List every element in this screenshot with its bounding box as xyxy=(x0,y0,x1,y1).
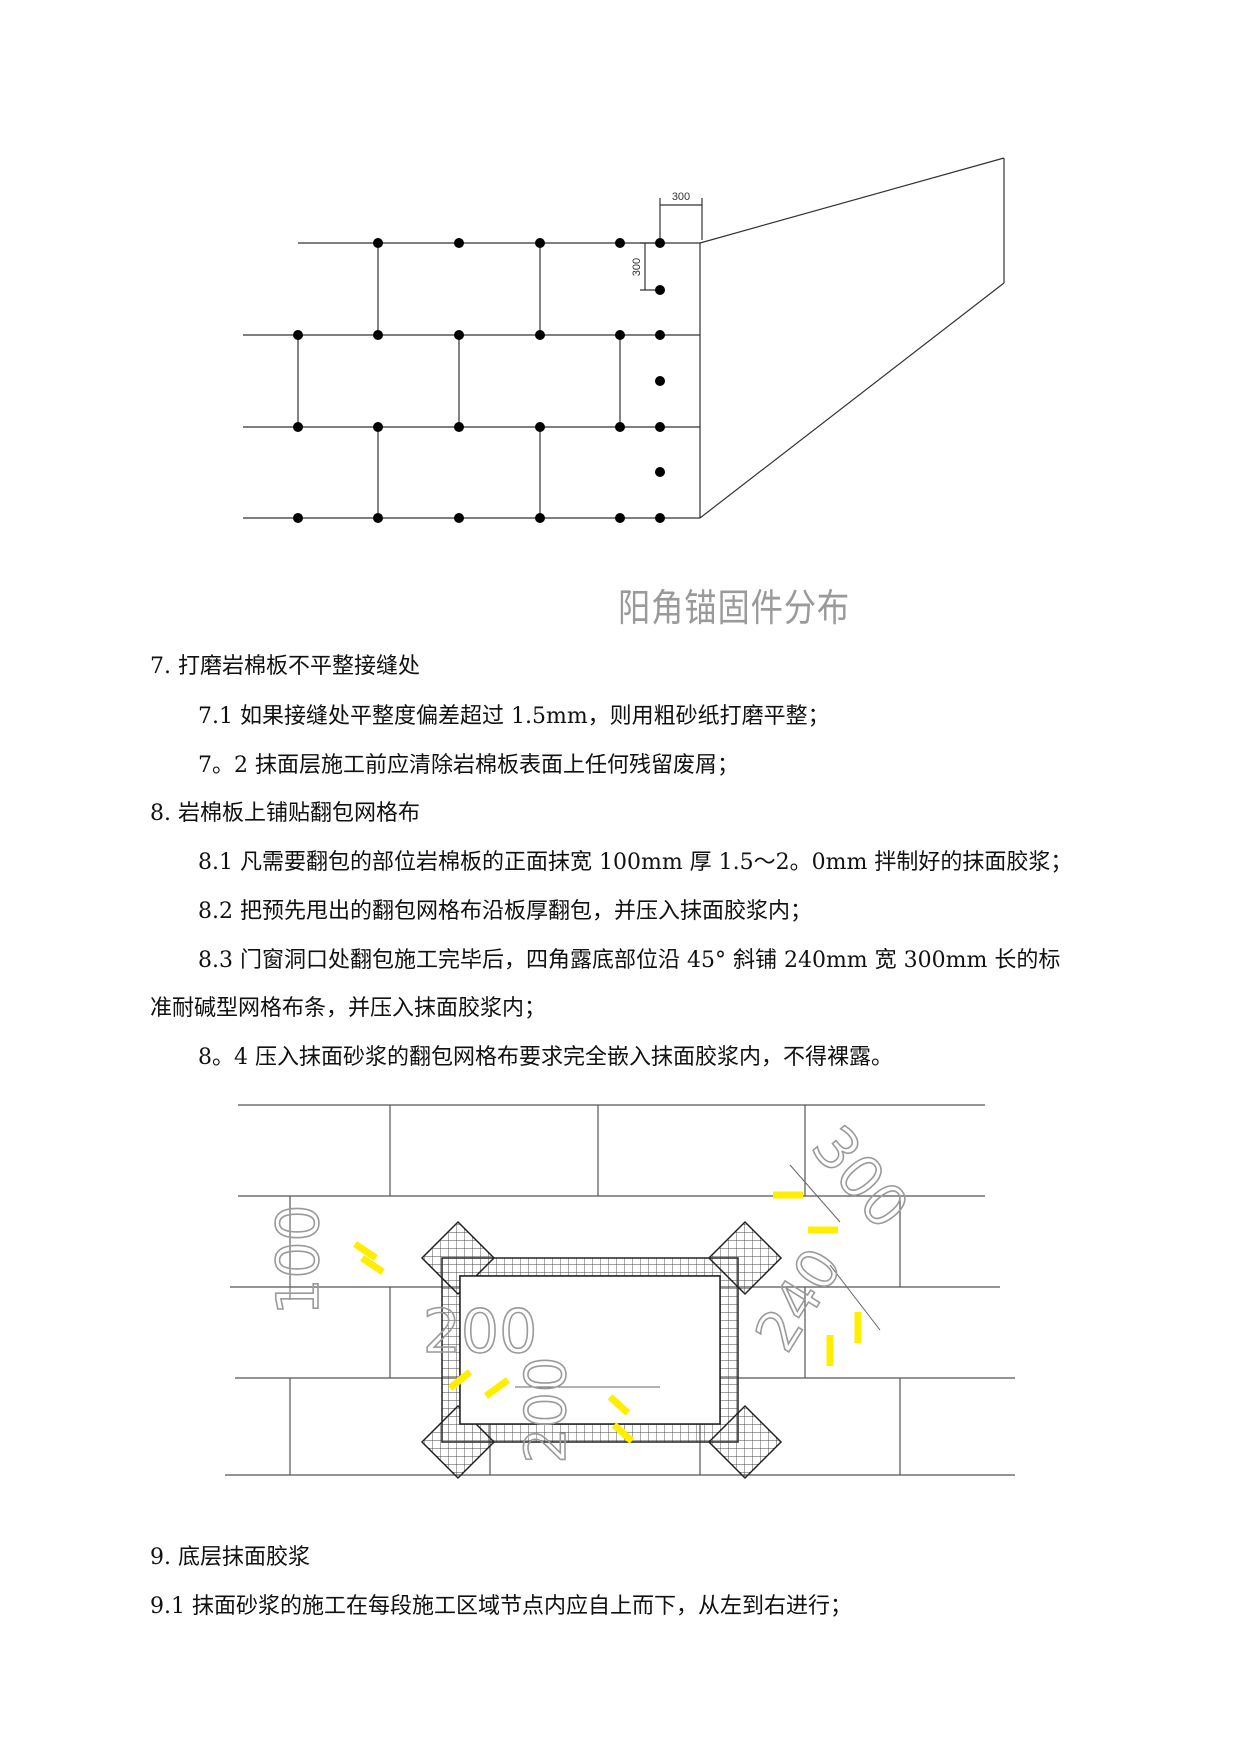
section-8-item-4: 8。4 压入抹面砂浆的翻包网格布要求完全嵌入抹面胶浆内，不得裸露。 xyxy=(198,1045,893,1070)
anchor-dots xyxy=(293,238,665,523)
section-7-item-2: 7。2 抹面层施工前应清除岩棉板表面上任何残留废屑； xyxy=(198,753,739,778)
anchor-distribution-diagram: 300 300 xyxy=(243,157,1005,523)
section-8-item-2: 8.2 把预先甩出的翻包网格布沿板厚翻包，并压入抹面胶浆内； xyxy=(198,899,812,924)
section-8-heading: 8. 岩棉板上铺贴翻包网格布 xyxy=(150,801,420,826)
figure-caption: 阳角锚固件分布 xyxy=(618,586,851,630)
section-7-heading: 7. 打磨岩棉板不平整接缝处 xyxy=(150,654,420,679)
section-9-heading: 9. 底层抹面胶浆 xyxy=(150,1545,310,1570)
dimension-label-horizontal: 300 xyxy=(672,191,690,203)
section-9-item-1: 9.1 抹面砂浆的施工在每段施工区域节点内应自上而下，从左到右进行； xyxy=(150,1594,852,1619)
dimension-100: 100 xyxy=(264,1205,332,1316)
dimension-label-vertical: 300 xyxy=(631,258,643,276)
section-8-item-3: 8.3 门窗洞口处翻包施工完毕后，四角露底部位沿 45° 斜铺 240mm 宽 … xyxy=(198,948,1061,973)
section-8-item-1: 8.1 凡需要翻包的部位岩棉板的正面抹宽 100mm 厚 1.5～2。0mm 拌… xyxy=(198,850,1073,875)
section-7-item-1: 7.1 如果接缝处平整度偏差超过 1.5mm，则用粗砂纸打磨平整； xyxy=(198,704,830,729)
dimension-200-lower: 200 xyxy=(514,1357,579,1464)
dimension-200-upper: 200 xyxy=(423,1297,538,1367)
window-mesh-diagram: 100 200 200 300 240 xyxy=(225,1104,1015,1480)
dimension-300: 300 xyxy=(799,1113,922,1242)
section-8-item-3-cont: 准耐碱型网格布条，并压入抹面胶浆内； xyxy=(150,996,547,1021)
